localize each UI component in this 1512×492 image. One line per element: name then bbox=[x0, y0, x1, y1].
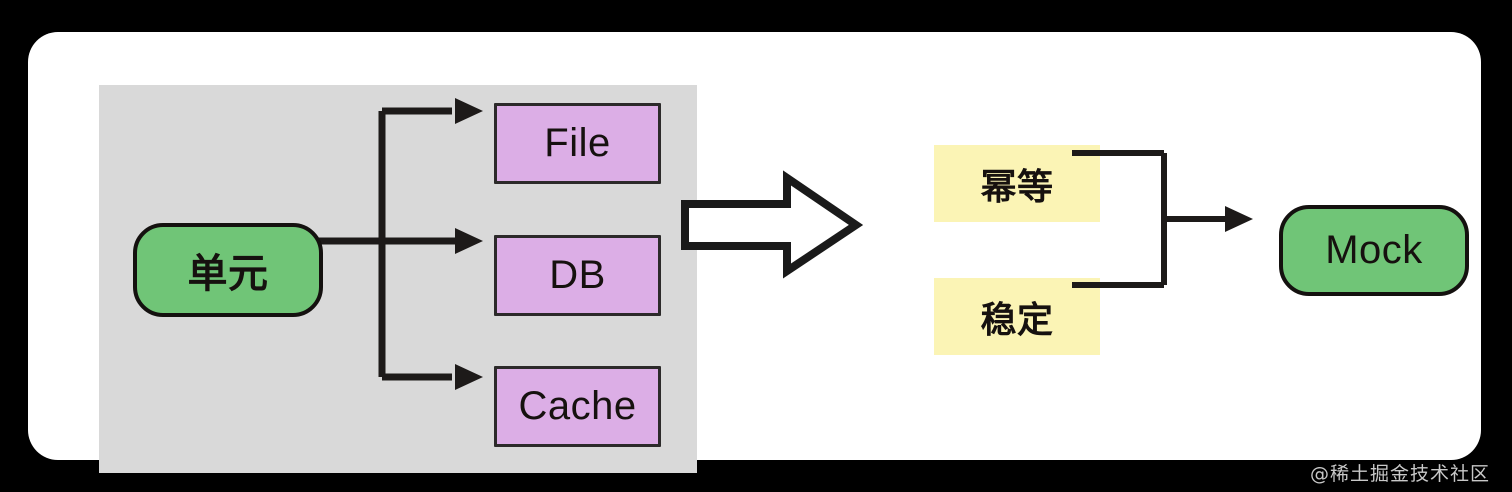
node-idempotent[interactable]: 幂等 bbox=[934, 145, 1100, 222]
white-card: 单元 File DB Cache 幂等 稳定 Mock bbox=[28, 32, 1481, 473]
node-unit[interactable]: 单元 bbox=[133, 223, 323, 317]
watermark-text: @稀土掘金技术社区 bbox=[1309, 463, 1490, 485]
node-db[interactable]: DB bbox=[494, 235, 661, 316]
node-stable[interactable]: 稳定 bbox=[934, 278, 1100, 355]
block-arrow-right-icon bbox=[681, 170, 864, 279]
node-mock[interactable]: Mock bbox=[1279, 205, 1469, 296]
arrowhead-mock-icon bbox=[1225, 206, 1253, 232]
node-cache[interactable]: Cache bbox=[494, 366, 661, 447]
node-file[interactable]: File bbox=[494, 103, 661, 184]
